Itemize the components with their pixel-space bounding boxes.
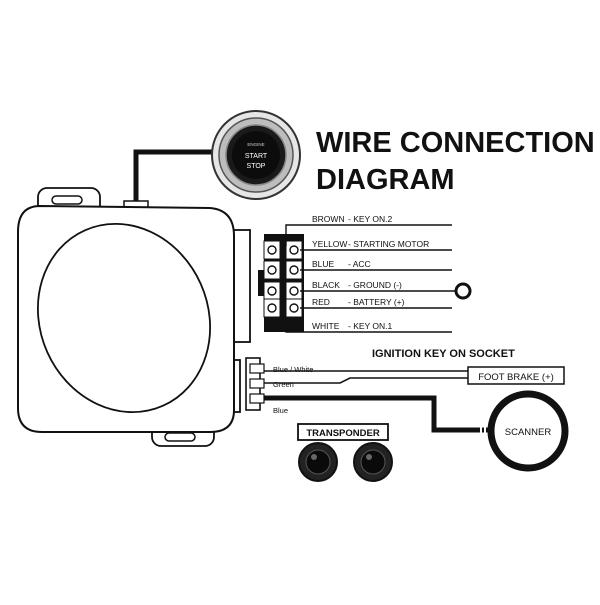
connector-pin [285, 298, 303, 318]
foot-brake-box [467, 366, 565, 385]
connector-pin [263, 260, 281, 280]
wire-function-blue: - ACC [348, 259, 371, 269]
connector-pin [285, 240, 303, 260]
transponder-chip-right [353, 442, 393, 482]
wire-green [264, 377, 468, 384]
ignition-heading: IGNITION KEY ON SOCKET [372, 348, 515, 360]
title-line2: DIAGRAM [316, 164, 455, 196]
wire-line-white [285, 318, 452, 333]
button-label-stop: STOP [247, 163, 266, 170]
connector-pin [263, 298, 281, 318]
three-pin-connector [245, 357, 265, 411]
scanner-antenna: SCANNER [487, 390, 569, 472]
wire-function-yellow: - STARTING MOTOR [348, 239, 429, 249]
mount-hole-top [51, 195, 83, 205]
mount-hole-bottom [164, 432, 196, 442]
button-small-label: ENGINE [247, 142, 264, 147]
wire-color-white: WHITE [312, 321, 340, 331]
title-line1: WIRE CONNECTION [316, 127, 595, 159]
ground-ring-terminal [454, 282, 472, 300]
wire-function-brown: - KEY ON.2 [348, 214, 393, 224]
connector-pin [285, 260, 303, 280]
wire-function-black: - GROUND (-) [348, 280, 402, 290]
connector-pin [263, 240, 281, 260]
module-oval-recess [36, 222, 212, 414]
wire-function-white: - KEY ON.1 [348, 321, 393, 331]
wire-label-blue: Blue [273, 406, 288, 415]
transponder-label: TRANSPONDER [306, 428, 380, 439]
scanner-label: SCANNER [505, 427, 552, 438]
wire-label-blue-white: Blue / White [273, 365, 313, 374]
wire-label-green: Green [273, 380, 294, 389]
wire-color-red: RED [312, 297, 330, 307]
transponder-box [297, 423, 389, 441]
wire-color-yellow: YELLOW [312, 239, 347, 249]
wire-color-blue: BLUE [312, 259, 335, 269]
engine-start-stop-button: ENGINE START STOP [211, 110, 301, 200]
wire-function-red: - BATTERY (+) [348, 297, 405, 307]
button-label-start: START [245, 153, 268, 160]
foot-brake-label: FOOT BRAKE (+) [478, 372, 554, 383]
start-button-cable [133, 149, 228, 204]
transponder-chip-left [298, 442, 338, 482]
wire-blue [264, 395, 480, 433]
connector-pin [285, 281, 303, 301]
six-pin-connector [258, 234, 304, 332]
wire-color-brown: BROWN [312, 214, 345, 224]
wire-color-black: BLACK [312, 280, 340, 290]
control-module [17, 187, 251, 447]
wire-line-brown [285, 224, 452, 246]
connector-latch [258, 270, 266, 296]
connector-pin [263, 281, 281, 301]
